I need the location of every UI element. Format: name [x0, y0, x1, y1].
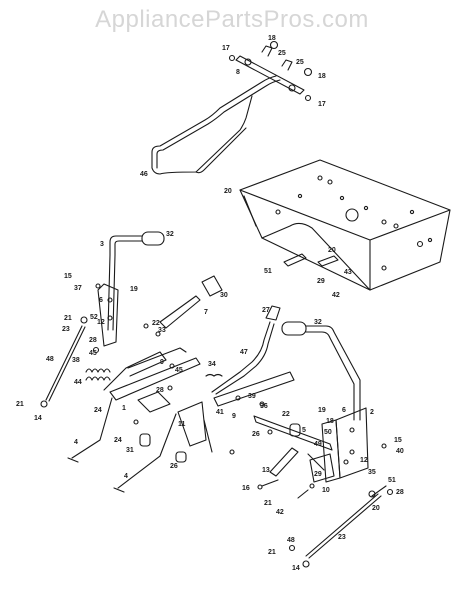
callout-right-assembly-3: 26 [252, 431, 260, 438]
callout-top-assembly-7: 46 [140, 171, 148, 178]
callout-right-assembly-22: 51 [388, 477, 396, 484]
callout-left-assembly-31: 41 [216, 409, 224, 416]
callout-top-assembly-5: 18 [318, 73, 326, 80]
callout-frame-5: 42 [332, 292, 340, 299]
callout-right-assembly-16: 13 [262, 467, 270, 474]
callout-left-assembly-27: 31 [126, 447, 134, 454]
left-lever-assembly [40, 231, 361, 493]
callout-top-assembly-4: 25 [296, 59, 304, 66]
callout-left-assembly-15: 28 [89, 337, 97, 344]
chassis-frame [239, 159, 451, 291]
callout-right-assembly-28: 14 [292, 565, 300, 572]
callout-left-assembly-22: 21 [16, 401, 24, 408]
callout-right-assembly-11: 40 [396, 448, 404, 455]
callout-frame-1: 20 [328, 247, 336, 254]
right-lever-assembly [235, 395, 394, 568]
callout-left-assembly-4: 19 [130, 286, 138, 293]
callout-left-assembly-3: 37 [74, 285, 82, 292]
callout-right-assembly-9: 2 [370, 409, 374, 416]
callout-right-assembly-1: 36 [260, 403, 268, 410]
callout-left-assembly-0: 3 [100, 241, 104, 248]
callout-right-assembly-7: 50 [324, 429, 332, 436]
callout-right-assembly-14: 12 [360, 457, 368, 464]
callout-right-assembly-27: 48 [287, 537, 295, 544]
callout-left-assembly-7: 23 [62, 326, 70, 333]
callout-right-assembly-2: 22 [282, 411, 290, 418]
callout-frame-3: 51 [264, 268, 272, 275]
callout-left-assembly-8: 52 [90, 314, 98, 321]
callout-right-assembly-19: 16 [242, 485, 250, 492]
callout-right-assembly-25: 23 [338, 534, 346, 541]
callout-left-assembly-35: 27 [262, 307, 270, 314]
callout-left-assembly-33: 34 [208, 361, 216, 368]
callout-left-assembly-19: 9 [160, 359, 164, 366]
callout-left-assembly-26: 24 [114, 437, 122, 444]
callout-right-assembly-23: 20 [372, 505, 380, 512]
callout-right-assembly-21: 42 [276, 509, 284, 516]
callout-right-assembly-12: 5 [302, 427, 306, 434]
callout-top-assembly-0: 18 [268, 35, 276, 42]
callout-left-assembly-13: 30 [220, 292, 228, 299]
callout-right-assembly-10: 15 [394, 437, 402, 444]
callout-right-assembly-8: 6 [342, 407, 346, 414]
callout-top-assembly-3: 8 [236, 69, 240, 76]
callout-left-assembly-6: 21 [64, 315, 72, 322]
callout-left-assembly-2: 15 [64, 273, 72, 280]
callout-left-assembly-12: 7 [204, 309, 208, 316]
callout-left-assembly-21: 28 [156, 387, 164, 394]
callout-left-assembly-20: 45 [175, 367, 183, 374]
handle-bar-assembly [151, 40, 313, 175]
callout-frame-2: 43 [344, 269, 352, 276]
callout-right-assembly-13: 49 [314, 441, 322, 448]
callout-right-assembly-0: 39 [248, 393, 256, 400]
callout-left-assembly-17: 38 [72, 357, 80, 364]
callout-left-assembly-5: 6 [99, 297, 103, 304]
callout-left-assembly-9: 12 [97, 319, 105, 326]
callout-right-assembly-4: 9 [232, 413, 236, 420]
callout-top-assembly-1: 17 [222, 45, 230, 52]
callout-frame-0: 20 [224, 188, 232, 195]
callout-left-assembly-23: 14 [34, 415, 42, 422]
callout-left-assembly-24: 24 [94, 407, 102, 414]
callout-right-assembly-20: 21 [264, 500, 272, 507]
callout-left-assembly-34: 47 [240, 349, 248, 356]
callout-right-assembly-24: 28 [396, 489, 404, 496]
callout-left-assembly-14: 48 [46, 356, 54, 363]
callout-left-assembly-36: 32 [314, 319, 322, 326]
callout-right-assembly-15: 35 [368, 469, 376, 476]
callout-left-assembly-32: 11 [178, 421, 186, 428]
callout-left-assembly-28: 4 [74, 439, 78, 446]
callout-top-assembly-2: 25 [278, 50, 286, 57]
callout-right-assembly-6: 18 [326, 418, 334, 425]
callout-right-assembly-5: 19 [318, 407, 326, 414]
callout-left-assembly-10: 22 [152, 320, 160, 327]
callout-right-assembly-26: 21 [268, 549, 276, 556]
callout-left-assembly-25: 1 [122, 405, 126, 412]
callout-right-assembly-17: 29 [314, 471, 322, 478]
callout-right-assembly-18: 10 [322, 487, 330, 494]
callout-left-assembly-11: 33 [158, 327, 166, 334]
callout-left-assembly-16: 45 [89, 350, 97, 357]
callout-left-assembly-1: 32 [166, 231, 174, 238]
callout-left-assembly-30: 26 [170, 463, 178, 470]
callout-top-assembly-6: 17 [318, 101, 326, 108]
callout-frame-4: 29 [317, 278, 325, 285]
callout-left-assembly-29: 4 [124, 473, 128, 480]
callout-left-assembly-18: 44 [74, 379, 82, 386]
watermark: AppliancePartsPros.com [95, 6, 369, 33]
